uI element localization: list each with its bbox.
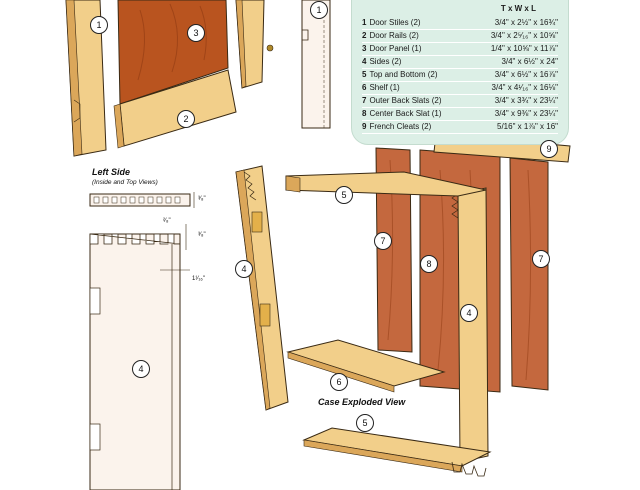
stile-detail-notch: [302, 29, 309, 41]
left-side-title: Left Side: [92, 167, 131, 177]
case-exploded-view: [235, 133, 571, 477]
callout-side-detail: 4: [132, 360, 150, 378]
part-name: Sides (2): [369, 57, 402, 66]
hinge-mortise-top: [251, 211, 263, 233]
stile-tenon-mark: [73, 99, 81, 123]
dimension-label: ²⁄₈": [163, 218, 171, 224]
door-knob: [266, 44, 274, 52]
slat-grain: [387, 159, 532, 381]
part-name: Door Stiles (2): [369, 18, 421, 27]
top-view-pins: [93, 196, 181, 204]
left-side-pins: [243, 171, 257, 201]
part-name: Top and Bottom (2): [369, 70, 438, 79]
part-name: Shelf (1): [369, 83, 400, 92]
callout-door-panel: 3: [187, 24, 205, 42]
part-name: French Cleats (2): [369, 122, 432, 131]
part-number: 2: [362, 31, 367, 40]
stile-detail: [301, 0, 331, 129]
part-size: 1/4" x 10⅝" x 11⅞": [490, 44, 558, 53]
callout-outer-slat-right: 7: [532, 250, 550, 268]
right-side-dovetails: [451, 193, 459, 219]
part-size: 3/4" x 6½" x 16⅞": [494, 70, 558, 79]
part-size: 5/16" x 1⅞" x 16": [497, 122, 558, 131]
dimension-label: ³⁄₈": [198, 232, 206, 238]
left-side-detail: [89, 192, 195, 490]
part-number: 9: [362, 122, 367, 131]
door-stile-right-edge: [235, 0, 247, 89]
callout-cleat: 9: [540, 140, 558, 158]
door-rail-edge: [113, 103, 125, 149]
case-top-front-edge: [285, 175, 301, 193]
door-panel-grain: [137, 3, 207, 81]
cut-list-header: T x W x L: [500, 4, 536, 13]
callout-shelf: 6: [330, 373, 348, 391]
part-number: 3: [362, 44, 367, 53]
part-size: 3/4" x 6½" x 24": [501, 57, 558, 66]
part-number: 7: [362, 96, 367, 105]
part-number: 5: [362, 70, 367, 79]
callout-door-stile: 1: [90, 16, 108, 34]
shelf-front-edge: [287, 351, 395, 393]
callout-detail-stile: 1: [310, 1, 328, 19]
callout-case-right-side: 4: [460, 304, 478, 322]
part-number: 8: [362, 109, 367, 118]
dimension-label: 1¹⁄₁₆": [192, 276, 205, 282]
callout-door-rail: 2: [177, 110, 195, 128]
case-view-title: Case Exploded View: [318, 397, 406, 407]
part-size: 3/4" x 3¾" x 23¼": [494, 96, 558, 105]
shelf-dado-2: [89, 423, 101, 451]
outer-slat-left: [375, 147, 413, 353]
left-side-dovetails: [89, 233, 181, 245]
left-side-edge: [235, 169, 271, 411]
callout-case-bottom: 5: [356, 414, 374, 432]
callout-outer-slat-left: 7: [374, 232, 392, 250]
part-size: 3/4" x 9⅜" x 23¼": [494, 109, 558, 118]
bottom-tails: [451, 461, 487, 477]
part-number: 4: [362, 57, 367, 66]
stile-detail-outline: [301, 0, 331, 129]
part-number: 1: [362, 18, 367, 27]
part-size: 3/4" x 2½" x 16¾": [494, 18, 558, 27]
case-bottom-front-edge: [303, 439, 463, 473]
part-name: Door Panel (1): [369, 44, 422, 53]
dimension-label: ³⁄₈": [198, 196, 206, 202]
door-stile-left-edge: [65, 0, 83, 157]
callout-case-top: 5: [335, 186, 353, 204]
outer-slat-right: [509, 157, 549, 391]
callout-center-slat: 8: [420, 255, 438, 273]
part-size: 3/4" x 4¹⁄₁₆" x 16⅛": [491, 83, 558, 92]
part-size: 3/4" x 2⁵⁄₁₆" x 10⅝": [490, 31, 558, 40]
part-number: 6: [362, 83, 367, 92]
part-name: Center Back Slat (1): [369, 109, 442, 118]
part-name: Outer Back Slats (2): [369, 96, 442, 105]
shelf-dado-1: [89, 287, 101, 315]
case-right-side: [457, 187, 489, 463]
hinge-mortise-bottom: [259, 303, 271, 327]
left-side-subtitle: (Inside and Top Views): [92, 179, 158, 186]
part-name: Door Rails (2): [369, 31, 419, 40]
callout-case-left-side: 4: [235, 260, 253, 278]
